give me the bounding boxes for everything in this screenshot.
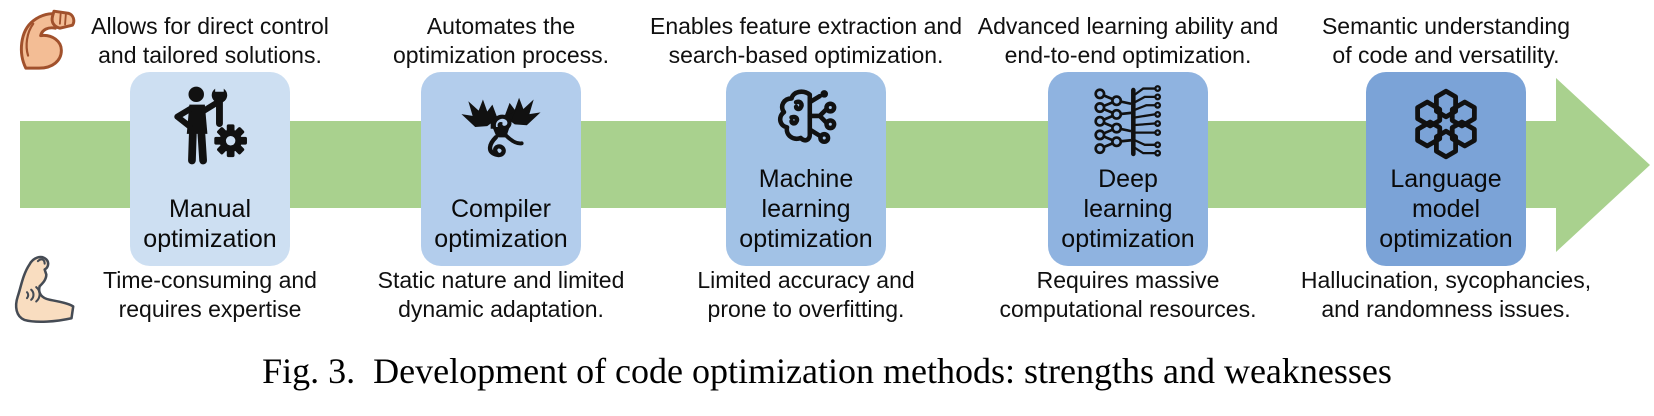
- manual-worker-gear-icon: [167, 84, 253, 170]
- flexed-biceps-emoji: [14, 6, 88, 85]
- stage-column-machine-learning: Enables feature extraction and search-ba…: [636, 0, 976, 340]
- strength-note: Advanced learning ability and end-to-end…: [977, 13, 1279, 68]
- neural-network-circuit-icon: [1090, 84, 1166, 160]
- weakness-note: Hallucination, sycophancies, and randomn…: [1300, 267, 1592, 322]
- stage-label: Compiler optimization: [434, 195, 568, 253]
- stage-box-manual: Manual optimization: [130, 72, 290, 266]
- stage-column-compiler: Automates the optimization process. Comp…: [331, 0, 671, 340]
- openai-logo-icon: [1406, 84, 1486, 164]
- stage-column-deep-learning: Advanced learning ability and end-to-end…: [958, 0, 1298, 340]
- stage-label: Machine learning optimization: [739, 165, 873, 253]
- stage-box-language-model: Language model optimization: [1366, 72, 1526, 266]
- dragon-icon: [458, 84, 544, 170]
- strength-note: Semantic understanding of code and versa…: [1321, 13, 1571, 68]
- strength-note: Automates the optimization process.: [392, 13, 610, 68]
- stage-label: Manual optimization: [143, 195, 277, 253]
- strength-note: Enables feature extraction and search-ba…: [650, 13, 962, 68]
- stage-label: Language model optimization: [1379, 165, 1513, 253]
- stage-box-deep-learning: Deep learning optimization: [1048, 72, 1208, 266]
- weakness-note: Time-consuming and requires expertise: [103, 267, 317, 322]
- weakness-note: Static nature and limited dynamic adapta…: [377, 267, 625, 322]
- weakness-note: Limited accuracy and prone to overfittin…: [697, 267, 915, 322]
- weak-arm-emoji: [6, 246, 90, 335]
- stage-label: Deep learning optimization: [1061, 165, 1195, 253]
- stage-box-compiler: Compiler optimization: [421, 72, 581, 266]
- stage-box-machine-learning: Machine learning optimization: [726, 72, 886, 266]
- stage-column-language-model: Semantic understanding of code and versa…: [1276, 0, 1616, 340]
- figure-caption: Fig. 3. Development of code optimization…: [262, 351, 1392, 391]
- weakness-note: Requires massive computational resources…: [999, 267, 1257, 322]
- brain-circuit-icon: [768, 84, 844, 160]
- strength-note: Allows for direct control and tailored s…: [91, 13, 329, 68]
- stage-column-manual: Allows for direct control and tailored s…: [40, 0, 380, 340]
